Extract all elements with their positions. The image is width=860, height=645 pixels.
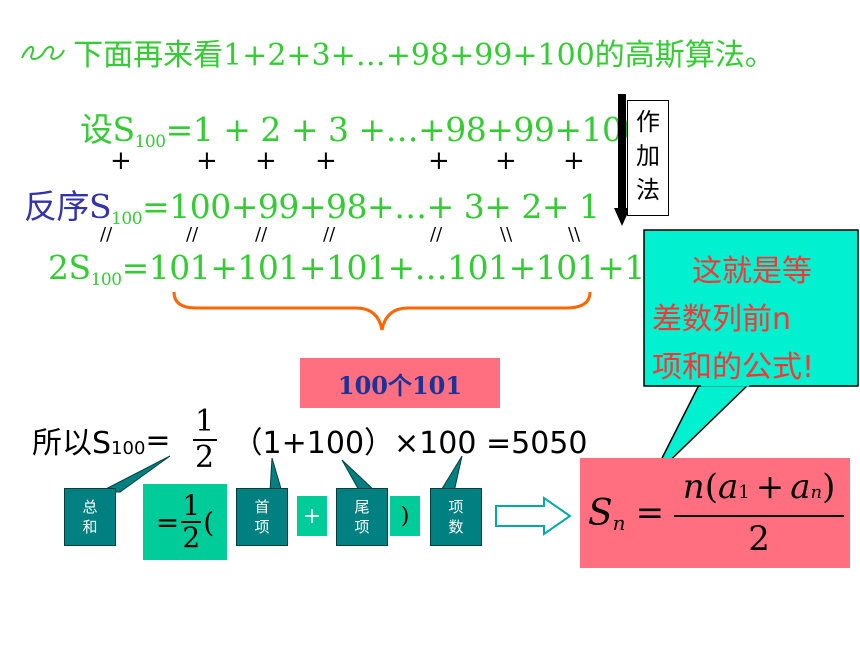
formula-fraction: n(a1+an) 2	[674, 465, 845, 561]
slash-row: // // // // // \\ \\	[0, 224, 640, 248]
first-term-char: 首	[254, 498, 270, 516]
title-line: 下面再来看1+2+3+…+98+99+100的高斯算法。	[18, 30, 775, 74]
method-label-char: 法	[636, 176, 660, 204]
term-count-char: 数	[448, 518, 464, 536]
equation-row-3: 2S100=101+101+101+…101+101+101	[48, 248, 686, 290]
callout-line: 这就是等	[692, 254, 812, 289]
slash-mark: //	[323, 224, 336, 245]
callout-bubble	[643, 229, 859, 479]
slash-mark: //	[186, 224, 199, 245]
plus-mark: +	[428, 146, 450, 176]
fraction-numerator: 1	[195, 404, 215, 439]
row2-rest: =100+99+98+…+ 3+ 2+ 1	[142, 187, 600, 226]
formula-s-sub: n	[612, 511, 626, 535]
first-term-char: 项	[254, 518, 270, 536]
half-eq: =	[155, 505, 180, 539]
plus-mark: +	[315, 146, 337, 176]
slash-mark: \\	[500, 224, 513, 245]
method-label-char: 加	[636, 142, 660, 170]
plus-mark: +	[196, 146, 218, 176]
equation-row-2: 反序S100=100+99+98+…+ 3+ 2+ 1	[24, 180, 600, 229]
term-count-box: 项 数	[430, 488, 482, 546]
row1-rest: =1 + 2 + 3 +…+98+99+100	[165, 110, 644, 149]
fraction-denominator: 2	[195, 440, 215, 475]
row1-subscript: 100	[134, 132, 166, 152]
row1-prefix: 设S	[80, 110, 135, 149]
term-count-char: 项	[448, 498, 464, 516]
down-arrow-icon	[614, 94, 630, 226]
callout-text: 这就是等 差数列前n 项和的公式!	[652, 248, 860, 392]
plus-mark: +	[255, 146, 277, 176]
result-equals: =	[145, 422, 171, 458]
plus-row: + + + + + + +	[0, 146, 640, 176]
count-label-box: 100个101	[300, 358, 500, 408]
last-term-box: 尾 项	[336, 488, 388, 546]
right-arrow-icon	[495, 496, 572, 536]
plus-mark: +	[563, 146, 585, 176]
formula-s: S	[588, 492, 613, 534]
half-box-den: 2	[182, 521, 201, 554]
total-char: 和	[82, 518, 98, 536]
formula-numerator: n(a1+an)	[682, 467, 836, 507]
callout-line: 差数列前n	[652, 302, 792, 337]
close-paren-box: )	[390, 496, 420, 536]
last-term-char: 项	[354, 518, 370, 536]
formula-denominator: 2	[748, 519, 770, 559]
row3-subscript: 100	[90, 270, 122, 290]
result-subscript: 100	[111, 437, 146, 459]
half-box-num: 1	[182, 489, 201, 522]
total-box: 总 和	[64, 488, 116, 546]
result-rest: （1+100）×100 =5050	[232, 426, 588, 461]
slash-mark: \\	[568, 224, 581, 245]
title-text: 下面再来看1+2+3+…+98+99+100的高斯算法。	[73, 38, 775, 73]
row2-subscript: 100	[111, 209, 143, 229]
total-char: 总	[82, 498, 98, 516]
row3-prefix: 2S	[48, 248, 91, 287]
explain-pointers	[99, 455, 463, 493]
last-term-char: 尾	[354, 498, 370, 516]
result-prefix: 所以S	[32, 426, 112, 461]
slash-mark: //	[100, 224, 113, 245]
equation-row-1: 设S100=1 + 2 + 3 +…+98+99+100	[80, 103, 644, 152]
plus-mark: +	[495, 146, 517, 176]
plus-symbol: +	[302, 503, 322, 529]
half-paren: (	[203, 505, 215, 539]
decorative-bullet-icon	[21, 46, 65, 60]
plus-box: +	[297, 496, 327, 536]
half-box-fraction: 1 2	[181, 489, 202, 554]
method-label-box: 作 加 法	[627, 100, 669, 216]
row3-rest: =101+101+101+…101+101+101	[121, 248, 687, 287]
half-box: = 1 2 (	[143, 484, 227, 560]
count-label: 100个101	[337, 370, 463, 400]
formula-eq: =	[635, 493, 665, 533]
slash-mark: //	[430, 224, 443, 245]
first-term-box: 首 项	[236, 488, 288, 546]
plus-mark: +	[110, 146, 132, 176]
row2-prefix: 反序S	[24, 187, 112, 226]
close-paren: )	[400, 503, 410, 529]
method-label-char: 作	[636, 108, 660, 136]
curly-brace-icon	[172, 291, 592, 331]
half-fraction: 1 2	[192, 404, 217, 475]
callout-line: 项和的公式!	[652, 350, 815, 385]
slash-mark: //	[255, 224, 268, 245]
